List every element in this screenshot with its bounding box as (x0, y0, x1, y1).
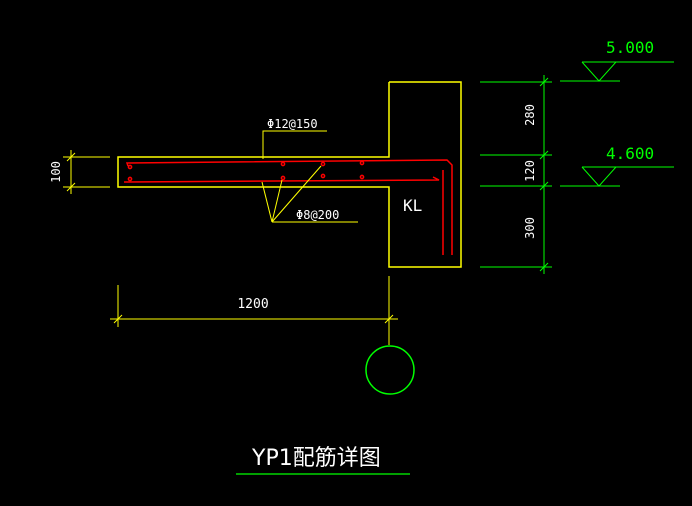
dimension-lines (63, 150, 398, 327)
rebar-dot (359, 174, 365, 180)
leader-dist-2 (271, 179, 283, 223)
elev-top-marker (581, 61, 618, 82)
concrete-outline (117, 81, 462, 268)
leader-lines (261, 130, 358, 223)
rebar-dot (280, 175, 286, 181)
rebar-dist-label: Φ8@200 (296, 208, 339, 222)
dim-slab-label: 120 (523, 160, 537, 182)
rebar-dot (280, 161, 286, 167)
dim-span-label: 1200 (237, 297, 268, 312)
dim-tick (113, 314, 123, 324)
drawing-title: YP1配筋详图 (251, 446, 381, 471)
rebar-dot (359, 160, 365, 166)
leader-top-rebar (262, 130, 327, 159)
rebar-dot (320, 173, 326, 179)
axis-bubble (365, 345, 415, 395)
elev-slab-label: 4.600 (606, 144, 654, 163)
beam-outline (117, 81, 462, 268)
dim-tick (66, 152, 76, 162)
elev-top-label: 5.000 (606, 38, 654, 57)
leader-dist-1 (261, 181, 273, 223)
dimension-lines-right (480, 75, 552, 274)
rebar-top-label: Φ12@150 (267, 117, 318, 131)
dim-tick (539, 150, 549, 160)
beam-label: KL (403, 196, 422, 215)
elev-slab-marker (581, 166, 618, 187)
dim-tick (384, 314, 394, 324)
bottom-rebar (123, 176, 440, 183)
dim-upper-label: 280 (523, 104, 537, 126)
axis-marker (365, 327, 415, 395)
labels: Φ12@150 Φ8@200 KL 100 1200 280 120 300 5… (49, 38, 654, 471)
top-rebar (125, 159, 453, 255)
rebar-dot (127, 164, 133, 170)
dim-thickness-label: 100 (49, 161, 63, 183)
dim-tick (66, 182, 76, 192)
rebar-dot (320, 161, 326, 167)
dim-tick (539, 77, 549, 87)
leader-dist-3 (271, 165, 322, 223)
dim-tick (539, 262, 549, 272)
dim-tick (539, 181, 549, 191)
elevation-markers (560, 61, 674, 187)
rebar-group (123, 159, 453, 255)
rebar-dot (127, 176, 133, 182)
dim-lower-label: 300 (523, 217, 537, 239)
